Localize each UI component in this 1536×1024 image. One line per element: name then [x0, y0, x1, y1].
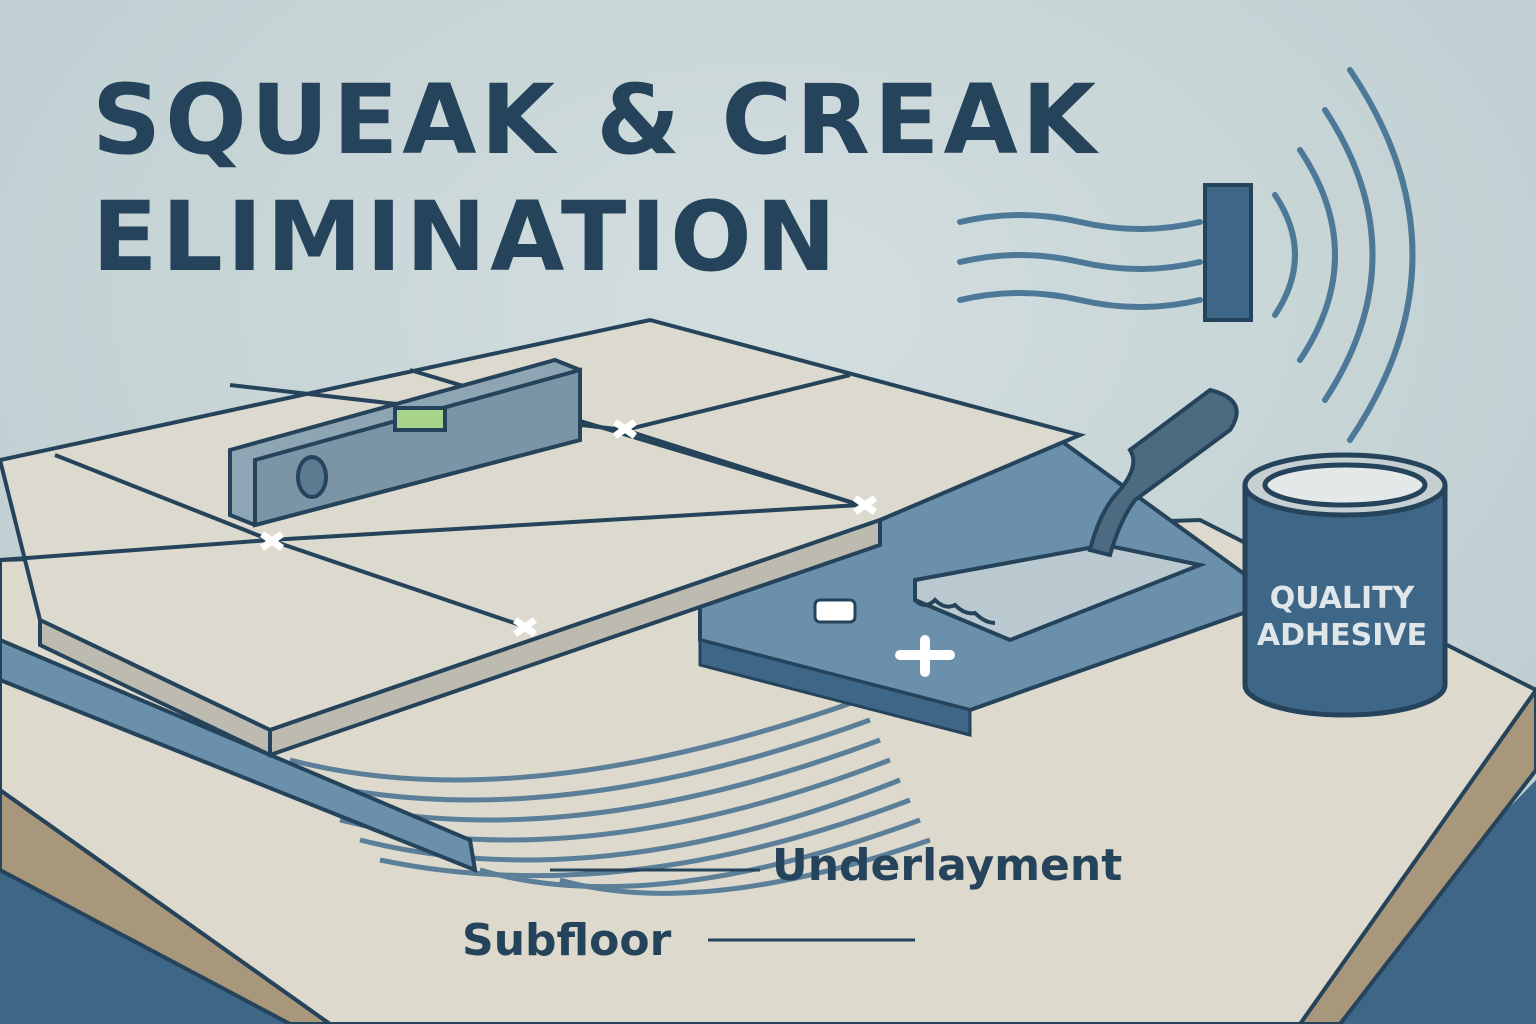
underlayment-edge — [698, 638, 972, 737]
spacer-cross — [895, 635, 955, 677]
title-line1: SQUEAK & CREAK — [92, 64, 1100, 176]
sound-waves-icon — [957, 67, 1416, 443]
sound-source — [1203, 183, 1253, 322]
spirit-level-icon — [228, 357, 582, 528]
underlayment-strip — [0, 637, 478, 874]
subfloor-wood-edge — [0, 686, 1536, 1024]
spacer-square — [813, 598, 857, 624]
subfloor-label: Subfloor — [462, 915, 672, 966]
tiles — [0, 317, 1087, 759]
underlayment-label: Underlayment — [772, 840, 1122, 891]
title-line2: ELIMINATION — [92, 181, 840, 293]
can-label-line1: QUALITY — [1270, 581, 1416, 616]
can-label-line2: ADHESIVE — [1257, 618, 1427, 653]
trowel-icon — [913, 387, 1239, 643]
floor-base — [0, 780, 1536, 1024]
adhesive-can — [1242, 452, 1448, 718]
tile-spacers — [259, 419, 878, 637]
